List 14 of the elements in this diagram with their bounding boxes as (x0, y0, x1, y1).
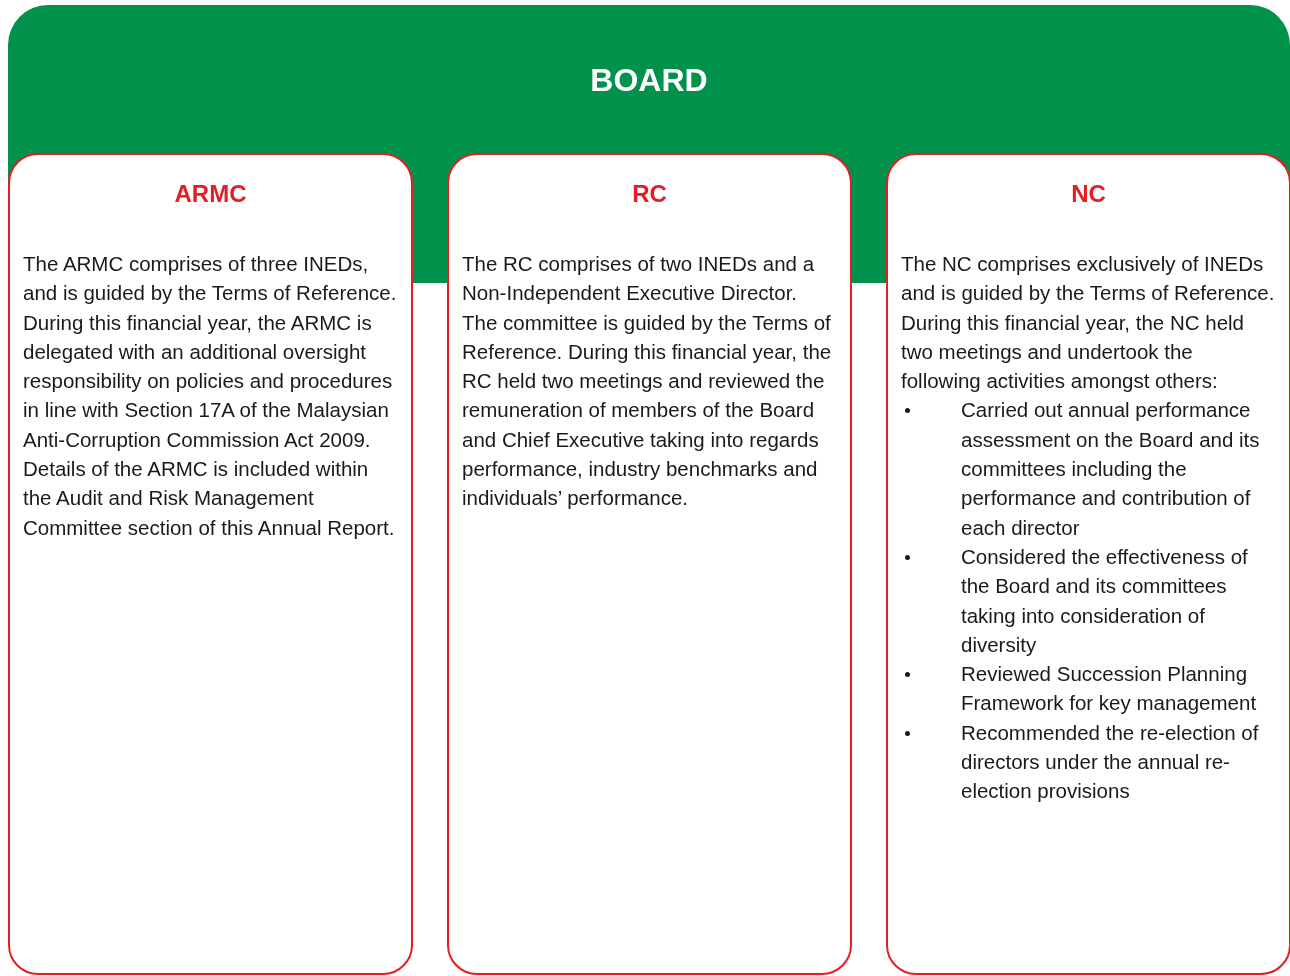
committee-title: RC (631, 179, 668, 209)
committee-card (447, 153, 852, 975)
committee-title: NC (1070, 179, 1107, 209)
committee-card (8, 153, 413, 975)
board-title: BOARD (590, 61, 708, 100)
committee-description: The RC comprises of two INEDs and a Non-Independent Executive Director. The committee is guided by the Terms of Reference. During this financial year, the RC held two meetings and reviewed the remuneration of members of the Board and Chief Executive taking into regards performance, industry benchmarks and individuals’ performance. (462, 251, 833, 512)
committee-card (886, 153, 1290, 975)
committee-description: The NC comprises exclusively of INEDs and is guided by the Terms of Reference. During this financial year, the NC held two meetings and undertook the following activities amongst others: (901, 251, 1276, 395)
bullet-text: Reviewed Succession Planning Framework for key management (961, 661, 1258, 717)
bullet-text: Recommended the re-election of directors under the annual re-election provisions (961, 719, 1260, 805)
bullet-text: Considered the effectiveness of the Board and its committees taking into consideration of diversity (961, 543, 1249, 658)
committee-title: ARMC (173, 179, 248, 209)
committee-description: The ARMC comprises of three INEDs, and is guided by the Terms of Reference. During this financial year, the ARMC is delegated with an additional oversight responsibility on policies and procedures in line with Section 17A of the Malaysian Anti-Corruption Commission Act 2009. Details of the ARMC is included within the Audit and Risk Management Committee section of this Annual Report. (23, 251, 398, 541)
bullet-text: Carried out annual performance assessment on the Board and its committees including the performance and contribution of each director (961, 397, 1261, 541)
